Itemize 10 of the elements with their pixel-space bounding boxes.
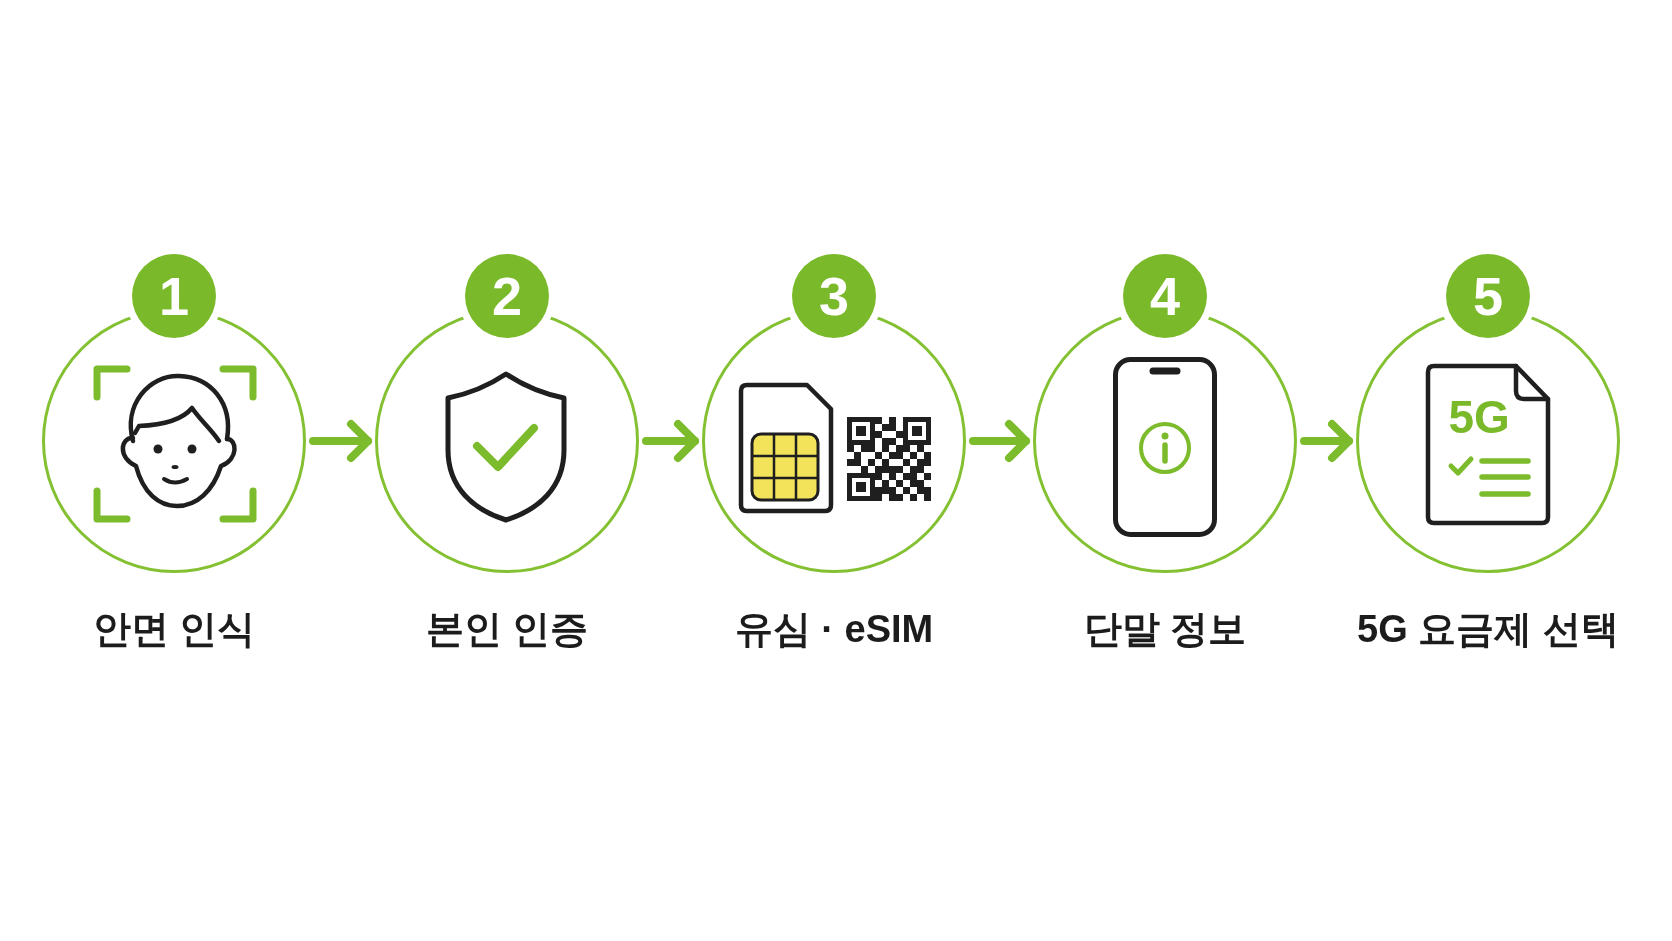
arrow [1300,420,1353,462]
arrow [642,420,699,462]
step-label: 단말 정보 [1083,607,1247,652]
plan-heading: 5G [1448,393,1510,440]
step-label: 안면 인식 [92,607,256,652]
arrow [309,420,372,462]
step-label: 5G 요금제 선택 [1357,607,1619,652]
step-label: 본인 인증 [425,607,589,652]
arrow [969,420,1030,462]
step-label: 유심 · eSIM [734,607,934,652]
